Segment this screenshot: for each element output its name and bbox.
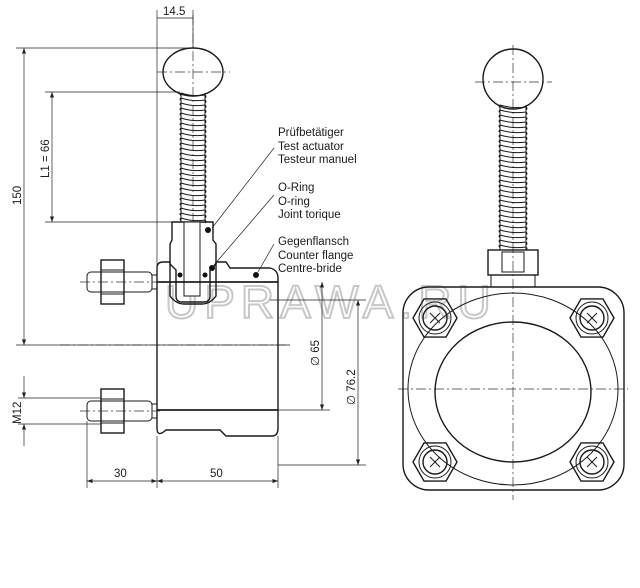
actuator-nut-front bbox=[487, 249, 539, 288]
leader-actuator bbox=[211, 147, 275, 229]
bolt-head bbox=[569, 442, 615, 482]
bolt-bottom bbox=[80, 388, 160, 434]
front-view bbox=[398, 45, 628, 500]
actuator-knob-front bbox=[475, 48, 552, 110]
callout-line: O-ring bbox=[278, 195, 310, 208]
callout-line: Prüfbetätiger bbox=[278, 127, 344, 139]
dim-inner-diameter: ∅ 65 bbox=[310, 340, 322, 366]
pipe-bore bbox=[434, 321, 592, 463]
callout-test-actuator: Prüfbetätiger Test actuator Testeur manu… bbox=[278, 127, 357, 168]
flange-bolts bbox=[412, 298, 615, 482]
bolt-head bbox=[412, 298, 458, 338]
dim-bolt-thread: M12 bbox=[12, 402, 24, 424]
callout-counter-flange: Gegenflansch Counter flange Centre-bride bbox=[278, 236, 353, 277]
side-view bbox=[60, 15, 290, 437]
dimension-lines: 14.5 150 L1 = 66 M12 30 50 ∅ 65 ∅ 76.2 bbox=[12, 6, 366, 488]
callout-line: Counter flange bbox=[278, 249, 354, 262]
dim-top-offset: 14.5 bbox=[163, 6, 185, 18]
dim-outer-diameter: ∅ 76.2 bbox=[346, 369, 358, 405]
callout-line: Centre-bride bbox=[278, 263, 342, 275]
callout-line: Testeur manuel bbox=[278, 154, 357, 166]
pipe-body bbox=[156, 281, 279, 411]
dim-l1: L1 = 66 bbox=[40, 139, 52, 178]
callout-line: Joint torique bbox=[278, 209, 341, 221]
callout-line: Test actuator bbox=[278, 140, 344, 153]
callout-o-ring: O-Ring O-ring Joint torique bbox=[278, 182, 341, 223]
bolt-head bbox=[569, 298, 615, 338]
actuator-bushing bbox=[169, 221, 217, 303]
callout-line: Gegenflansch bbox=[278, 236, 349, 248]
callout-line: O-Ring bbox=[278, 182, 315, 194]
actuator-spring-front bbox=[498, 104, 528, 251]
counter-flange-section bbox=[156, 261, 279, 437]
leader-oring bbox=[213, 194, 275, 266]
dim-body-length: 50 bbox=[210, 468, 223, 480]
actuator-knob bbox=[157, 47, 230, 97]
dim-bolt-length: 30 bbox=[114, 468, 127, 480]
flange-plate bbox=[402, 286, 625, 491]
bolt-top bbox=[80, 259, 160, 305]
dim-overall-height: 150 bbox=[12, 186, 24, 205]
bolt-head bbox=[412, 442, 458, 482]
leader-flange bbox=[257, 243, 275, 273]
